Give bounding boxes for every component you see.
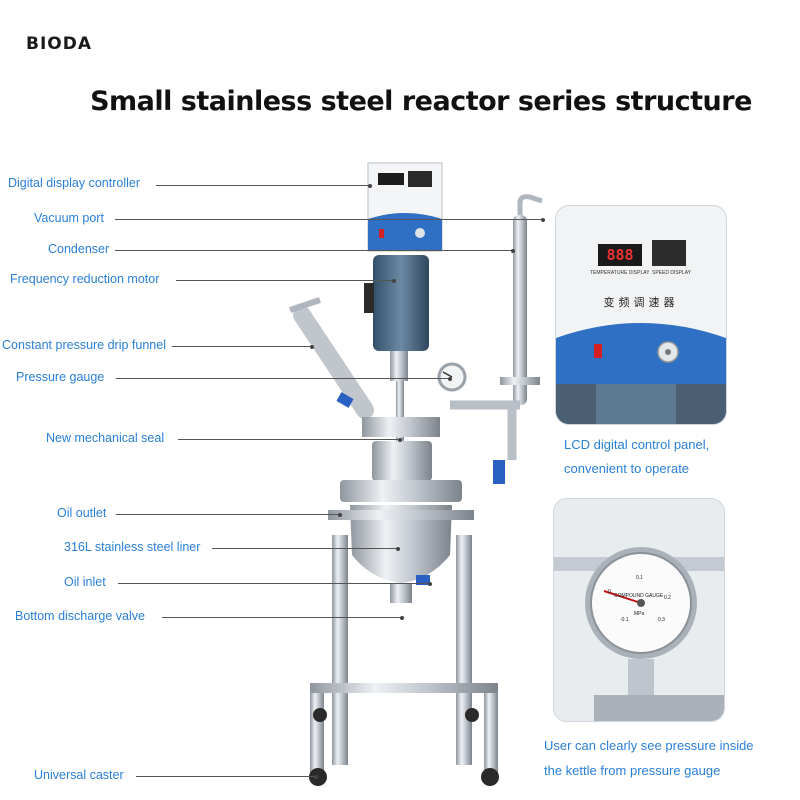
leader-line [136, 774, 318, 779]
leader-line [212, 546, 400, 551]
leader-line [176, 278, 396, 283]
gauge-caption-line1: User can clearly see pressure inside [544, 738, 754, 753]
speed-display-caption: SPEED DISPLAY [652, 270, 692, 276]
gauge-unit: MPa [634, 611, 645, 617]
gauge-tick: -0.1 [620, 617, 629, 623]
panel-caption-line1: LCD digital control panel, [564, 437, 710, 452]
gauge-title: COMPOUND GAUGE [614, 593, 664, 599]
label-oil-outlet: Oil outlet [57, 506, 107, 520]
leader-line [116, 376, 452, 381]
leader-line [162, 615, 404, 620]
label-frequency-reduction-motor: Frequency reduction motor [10, 272, 160, 286]
gauge-tick: 0.2 [664, 595, 671, 601]
reactor-illustration [289, 162, 543, 786]
label-universal-caster: Universal caster [34, 768, 124, 782]
gauge-caption-line2: the kettle from pressure gauge [544, 763, 721, 778]
label-316l-stainless-steel-liner: 316L stainless steel liner [64, 540, 201, 554]
label-vacuum-port: Vacuum port [34, 211, 104, 225]
leader-line [172, 344, 314, 349]
leader-line [115, 248, 515, 253]
panel-blue-section [556, 323, 726, 424]
label-pressure-gauge: Pressure gauge [16, 370, 105, 384]
label-condenser: Condenser [48, 242, 110, 256]
gauge-tick: 0.1 [636, 575, 643, 581]
temperature-display-caption: TEMPERATURE DISPLAY [590, 270, 650, 276]
leader-line [178, 437, 402, 442]
leader-line [115, 217, 545, 222]
label-digital-display-controller: Digital display controller [8, 176, 141, 190]
panel-temperature-display: 888 [598, 244, 642, 266]
leader-line [156, 183, 372, 188]
panel-speed-display [652, 240, 686, 266]
gauge-tick: 0 [608, 589, 611, 595]
panel-chinese-label: 变频调速器 [603, 296, 679, 309]
pressure-gauge-closeup: COMPOUND GAUGE MPa -0.1 0 0.1 0.2 0.3 [553, 498, 725, 722]
label-oil-inlet: Oil inlet [64, 575, 106, 589]
panel-caption-line2: convenient to operate [564, 461, 690, 476]
bioda-logo: BIODA [26, 34, 93, 54]
control-panel-closeup: 888 TEMPERATURE DISPLAY SPEED DISPLAY 变频… [555, 205, 727, 425]
gauge-tick: 0.3 [658, 617, 665, 623]
leader-line [118, 581, 432, 586]
label-bottom-discharge-valve: Bottom discharge valve [15, 609, 145, 623]
label-new-mechanical-seal: New mechanical seal [46, 431, 165, 445]
gauge-illustration [554, 547, 724, 721]
label-constant-pressure-drip-funnel: Constant pressure drip funnel [2, 338, 166, 352]
page-title: Small stainless steel reactor series str… [90, 86, 752, 117]
leader-line [116, 512, 342, 517]
